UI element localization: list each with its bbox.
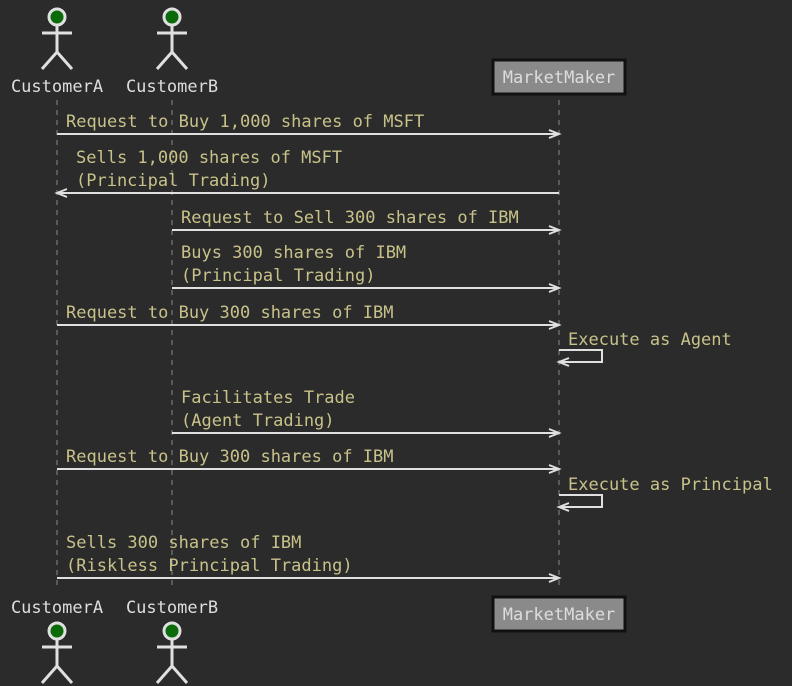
actor-customerb-top: CustomerB: [126, 7, 218, 97]
arrow-head: [548, 464, 562, 474]
actor-head-icon: [162, 7, 182, 27]
actor-head-icon: [162, 621, 182, 641]
actor-head-icon: [47, 621, 67, 641]
message-label: Buys 300 shares of IBM: [181, 243, 406, 263]
arrow-head: [556, 502, 570, 512]
message-9: Execute as Principal: [556, 475, 773, 512]
participant-label: CustomerA: [11, 598, 103, 618]
message-label: Request to Buy 300 shares of IBM: [66, 303, 394, 323]
self-message-arrow: [559, 349, 603, 363]
participant-marketmaker-top: MarketMaker: [491, 58, 627, 96]
message-label: (Principal Trading): [181, 266, 375, 286]
message-10: Sells 300 shares of IBM (Riskless Princip…: [57, 533, 562, 583]
arrow-head: [556, 357, 570, 367]
arrow-head: [548, 428, 562, 438]
arrow-head: [548, 283, 562, 293]
message-label: (Riskless Principal Trading): [66, 556, 353, 576]
self-message-arrow: [559, 494, 603, 508]
message-label: Execute as Principal: [568, 475, 773, 495]
message-8: Request to Buy 300 shares of IBM: [57, 447, 562, 474]
participant-label: MarketMaker: [503, 68, 616, 88]
message-label: Request to Buy 300 shares of IBM: [66, 447, 394, 467]
message-label: (Agent Trading): [181, 411, 335, 431]
message-6: Execute as Agent: [556, 330, 732, 367]
actor-customerb-bottom: CustomerB: [126, 598, 218, 684]
message-1: Request to Buy 1,000 shares of MSFT: [57, 112, 562, 139]
participant-box: [491, 595, 627, 633]
arrow-head: [548, 129, 562, 139]
participant-label: CustomerB: [126, 77, 218, 97]
message-3: Request to Sell 300 shares of IBM: [172, 208, 562, 235]
actor-legs: [40, 663, 74, 684]
message-label: Execute as Agent: [568, 330, 732, 350]
actor-head-icon: [47, 7, 67, 27]
arrow-head: [54, 188, 68, 198]
message-7: Facilitates Trade (Agent Trading): [172, 388, 562, 438]
participant-label: CustomerA: [11, 77, 103, 97]
message-label: Sells 1,000 shares of MSFT: [76, 148, 342, 168]
participant-box: [491, 58, 627, 96]
participant-label: CustomerB: [126, 598, 218, 618]
participant-marketmaker-bottom: MarketMaker: [491, 595, 627, 633]
message-label: Sells 300 shares of IBM: [66, 533, 301, 553]
message-label: (Principal Trading): [76, 171, 270, 191]
message-label: Facilitates Trade: [181, 388, 355, 408]
message-label: Request to Buy 1,000 shares of MSFT: [66, 112, 424, 132]
actor-legs: [155, 49, 189, 70]
arrow-head: [548, 225, 562, 235]
arrow-head: [548, 320, 562, 330]
message-4: Buys 300 shares of IBM (Principal Trading…: [172, 243, 562, 293]
actor-legs: [155, 663, 189, 684]
message-2: Sells 1,000 shares of MSFT (Principal Tra…: [54, 148, 559, 198]
message-label: Request to Sell 300 shares of IBM: [181, 208, 519, 228]
actor-customera-top: CustomerA: [11, 7, 103, 97]
actor-customera-bottom: CustomerA: [11, 598, 103, 684]
participant-label: MarketMaker: [503, 605, 616, 625]
arrow-head: [548, 573, 562, 583]
message-5: Request to Buy 300 shares of IBM: [57, 303, 562, 330]
actor-legs: [40, 49, 74, 70]
